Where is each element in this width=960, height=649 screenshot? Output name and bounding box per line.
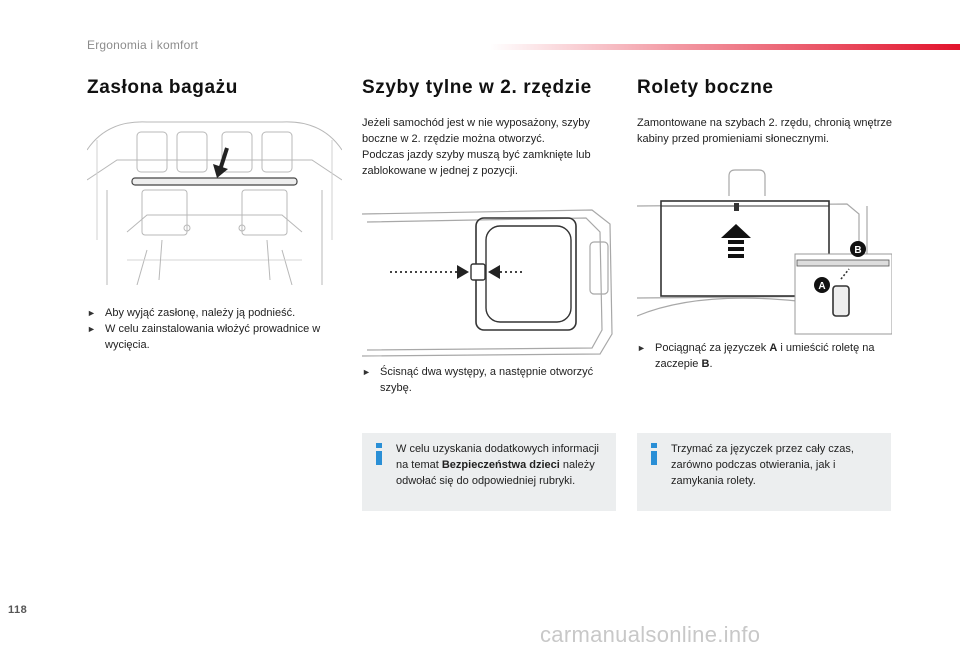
section-luggage-cover: Zasłona bagażu ► Aby wyjąć zasłonę, nale… — [87, 74, 342, 351]
bullet-text-part: . — [709, 358, 713, 370]
callout-label-a: A — [818, 281, 825, 292]
note-text-bold: Bezpieczeństwa dzieci — [441, 459, 560, 471]
bullet-text-bold: A — [769, 342, 778, 354]
bullet-text-bold: B — [701, 358, 710, 370]
bullet-marker-icon: ► — [87, 324, 96, 334]
section-side-blinds: Rolety boczne Zamontowane na szybach 2. … — [637, 74, 892, 511]
section-intro: Zamontowane na szybach 2. rzędu, chronią… — [637, 117, 892, 145]
bullet-marker-icon: ► — [362, 367, 371, 377]
header-section-title: Ergonomia i komfort — [87, 38, 199, 52]
section-rear-windows: Szyby tylne w 2. rzędzie Jeżeli samochód… — [362, 74, 617, 511]
section-intro: Jeżeli samochód jest w nie wyposażony, s… — [362, 117, 591, 177]
info-note-text: Trzymać za języczek przez cały czas, zar… — [671, 443, 854, 487]
callout-label-b: B — [854, 245, 861, 256]
bullet-item: ► Ścisnąć dwa występy, a następnie otwor… — [362, 364, 612, 396]
bullet-text: Pociągnąć za języczek A i umieścić rolet… — [655, 340, 892, 372]
note-text-part: należy odwołać się do odpowiedniej rubry… — [396, 459, 595, 487]
bullet-marker-icon: ► — [637, 343, 646, 353]
info-icon — [651, 443, 657, 465]
section-title: Zasłona bagażu — [87, 77, 238, 98]
bullet-item: ► Pociągnąć za języczek A i umieścić rol… — [637, 340, 892, 372]
bullet-text: Ścisnąć dwa występy, a następnie otworzy… — [380, 366, 594, 394]
bullet-text-part: Pociągnąć za języczek — [655, 342, 770, 354]
info-note-text: W celu uzyskania dodatkowych informacji … — [396, 441, 604, 489]
note-text-part: W celu uzyskania dodatkowych informacji … — [396, 443, 599, 471]
rear-window-illustration — [362, 209, 613, 357]
info-note: W celu uzyskania dodatkowych informacji … — [362, 433, 616, 511]
watermark: carmanualsonline.info — [540, 622, 761, 647]
bullet-text-part: i umieścić roletę na zaczepie — [655, 342, 875, 370]
luggage-cover-illustration — [87, 121, 342, 285]
section-title: Szyby tylne w 2. rzędzie — [362, 77, 592, 98]
bullet-item: ► Aby wyjąć zasłonę, należy ją podnieść. — [87, 305, 342, 321]
section-title: Rolety boczne — [637, 77, 774, 98]
info-note: Trzymać za języczek przez cały czas, zar… — [637, 433, 891, 511]
bullet-item: ► W celu zainstalowania włożyć prowadnic… — [87, 321, 342, 353]
bullet-marker-icon: ► — [87, 308, 96, 318]
page-number: 118 — [8, 604, 28, 616]
header-accent-bar — [490, 44, 960, 50]
bullet-text: Aby wyjąć zasłonę, należy ją podnieść. — [105, 307, 296, 319]
side-blind-illustration: B A — [637, 169, 892, 335]
bullet-text: W celu zainstalowania włożyć prowadnice … — [105, 323, 321, 351]
info-icon — [376, 443, 382, 465]
